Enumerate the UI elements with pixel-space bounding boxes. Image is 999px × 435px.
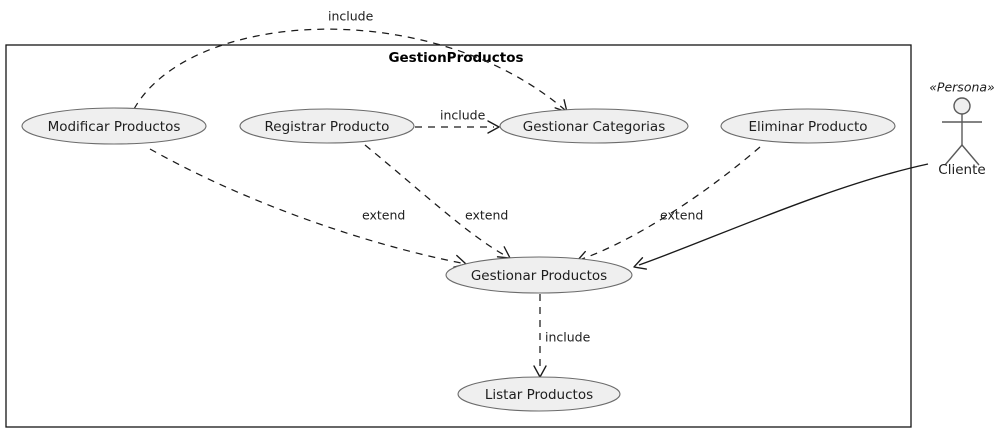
relation-line-extend (581, 146, 761, 260)
relations-layer: include include extend extend extend include (133, 9, 929, 378)
relation-label-include: include (440, 108, 486, 123)
use-case-gestionar[interactable]: Gestionar Productos (445, 256, 633, 294)
relation-label-extend: extend (465, 208, 508, 223)
use-case-modificar[interactable]: Modificar Productos (21, 107, 207, 145)
relation-eliminar-extend-gestionar: extend (576, 146, 761, 264)
use-case-label: Registrar Producto (265, 119, 390, 135)
relation-line-association (638, 163, 929, 266)
relation-label-extend: extend (362, 208, 405, 223)
actor-head-icon (953, 97, 971, 115)
arrowhead-icon (533, 365, 547, 378)
package-border (5, 44, 912, 428)
use-case-label: Gestionar Categorias (523, 119, 666, 135)
arrowhead-icon (487, 120, 500, 134)
use-case-label: Listar Productos (485, 387, 593, 403)
relation-label-include: include (328, 9, 374, 24)
use-case-ellipse[interactable] (499, 108, 689, 144)
use-case-label: Eliminar Producto (748, 119, 867, 135)
use-case-ellipse[interactable] (21, 107, 207, 145)
actor-leg-left-icon (944, 144, 963, 166)
relation-line-extend (364, 144, 507, 257)
use-case-label: Modificar Productos (48, 119, 181, 135)
use-case-eliminar[interactable]: Eliminar Producto (720, 108, 896, 144)
relation-modificar-extend-gestionar: extend (149, 148, 467, 268)
actor-name: Cliente (938, 162, 985, 178)
relation-registrar-include-categorias: include (415, 108, 500, 134)
actor-cliente[interactable]: «Persona» Cliente (929, 80, 995, 179)
use-case-listar[interactable]: Listar Productos (457, 376, 621, 412)
relation-line-extend (149, 148, 462, 264)
use-case-registrar[interactable]: Registrar Producto (239, 108, 415, 144)
relation-gestionar-include-listar: include (533, 294, 591, 378)
use-case-label: Gestionar Productos (471, 268, 607, 284)
use-case-ellipse[interactable] (445, 256, 633, 294)
relation-label-extend: extend (660, 208, 703, 223)
arrowhead-icon (633, 257, 648, 270)
relation-label-include: include (545, 330, 591, 345)
package-title: GestionProductos (388, 50, 523, 66)
package-gestionproductos: GestionProductos (5, 44, 912, 428)
use-case-ellipse[interactable] (239, 108, 415, 144)
actor-leg-right-icon (961, 144, 980, 166)
actor-stereotype: «Persona» (929, 80, 995, 95)
relation-registrar-extend-gestionar: extend (364, 144, 511, 259)
use-case-ellipse[interactable] (457, 376, 621, 412)
relation-line-include (133, 28, 566, 111)
use-case-categorias[interactable]: Gestionar Categorias (499, 108, 689, 144)
relation-cliente-assoc-gestionar (633, 163, 929, 270)
use-case-ellipse[interactable] (720, 108, 896, 144)
